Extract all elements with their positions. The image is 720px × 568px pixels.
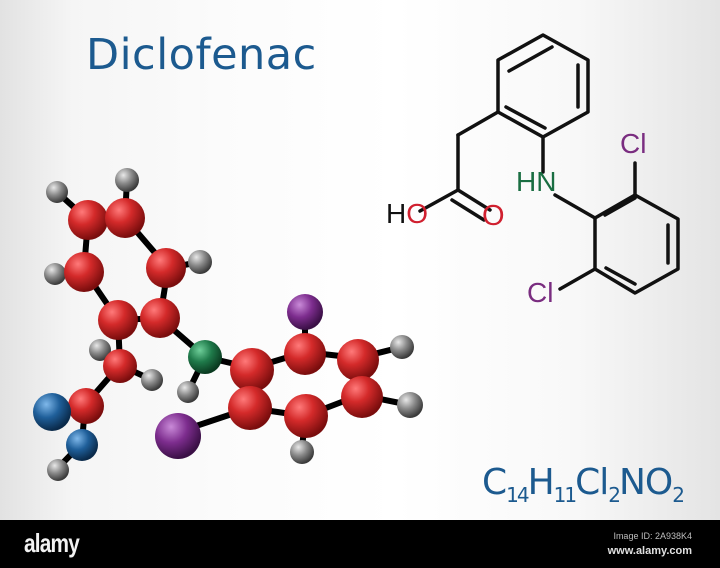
skeletal-formula xyxy=(418,33,680,295)
carbon-atoms xyxy=(64,198,383,438)
hydroxyl-label: HO xyxy=(386,198,428,230)
site-link[interactable]: www.alamy.com xyxy=(607,545,692,557)
oxygen-atom xyxy=(33,393,71,431)
molecular-formula: C14H11Cl2NO2 xyxy=(482,462,685,507)
image-id: Image ID: 2A938K4 xyxy=(613,531,692,541)
amine-label: HN xyxy=(516,166,557,197)
chlorine-top-label: Cl xyxy=(620,128,647,159)
chlorine-bottom-label: Cl xyxy=(527,277,554,308)
oxygen-atom xyxy=(66,429,98,461)
formula-count: 2 xyxy=(608,483,621,507)
ball-and-stick-model xyxy=(33,33,680,481)
formula-element: H xyxy=(527,462,555,503)
formula-element: Cl xyxy=(575,462,609,503)
carbonyl-oxygen-label: O xyxy=(482,200,505,232)
hydrogen-atoms xyxy=(44,168,423,481)
watermark-footer: alamy Image ID: 2A938K4 www.alamy.com xyxy=(0,520,720,568)
formula-element: NO xyxy=(619,462,673,503)
formula-count: 2 xyxy=(672,483,685,507)
formula-count: 14 xyxy=(506,483,529,507)
formula-element: C xyxy=(482,462,507,503)
chlorine-atom xyxy=(287,294,323,330)
image-canvas: Diclofenac xyxy=(0,0,720,520)
molecule-title: Diclofenac xyxy=(86,30,317,80)
nitrogen-atom xyxy=(188,340,222,374)
formula-count: 11 xyxy=(553,483,577,507)
chlorine-atom xyxy=(155,413,201,459)
brand-logo: alamy xyxy=(24,528,80,558)
ho-text: HO xyxy=(386,198,429,229)
